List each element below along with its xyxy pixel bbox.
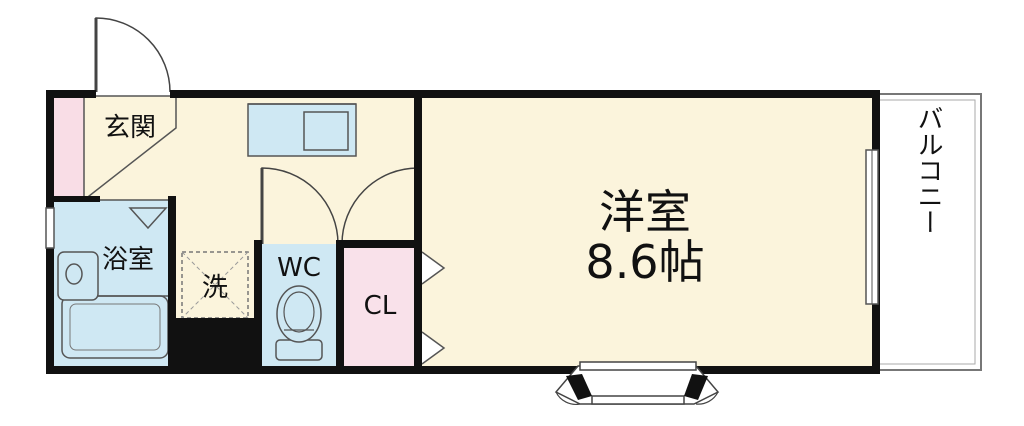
wash-area (176, 244, 254, 324)
western-room-floor (422, 96, 874, 368)
toilet-tank (275, 339, 323, 361)
bath-sink (57, 251, 99, 301)
closet-floor (342, 244, 418, 368)
bath-label: 浴室 (102, 245, 154, 275)
room-door (341, 167, 419, 245)
genkan-label: 玄関 (104, 113, 156, 143)
western-room-size: 8.6帖 (585, 235, 704, 289)
wash-label: 洗 (202, 273, 228, 303)
wc-door (261, 167, 339, 245)
genkan-floor (83, 95, 177, 202)
kitchen-sink (303, 111, 349, 151)
bathtub (61, 295, 169, 359)
toilet-bowl (276, 285, 322, 343)
balcony-label: バルコニー (913, 105, 943, 235)
entrance-door (95, 17, 171, 93)
western-room-label: 洋室 (599, 185, 691, 239)
genkan-strip (52, 96, 84, 200)
wc-label: WC (277, 253, 321, 283)
balcony-area (876, 93, 982, 371)
bath-window (45, 207, 55, 249)
bay-window (554, 361, 720, 405)
closet-label: CL (364, 291, 397, 321)
